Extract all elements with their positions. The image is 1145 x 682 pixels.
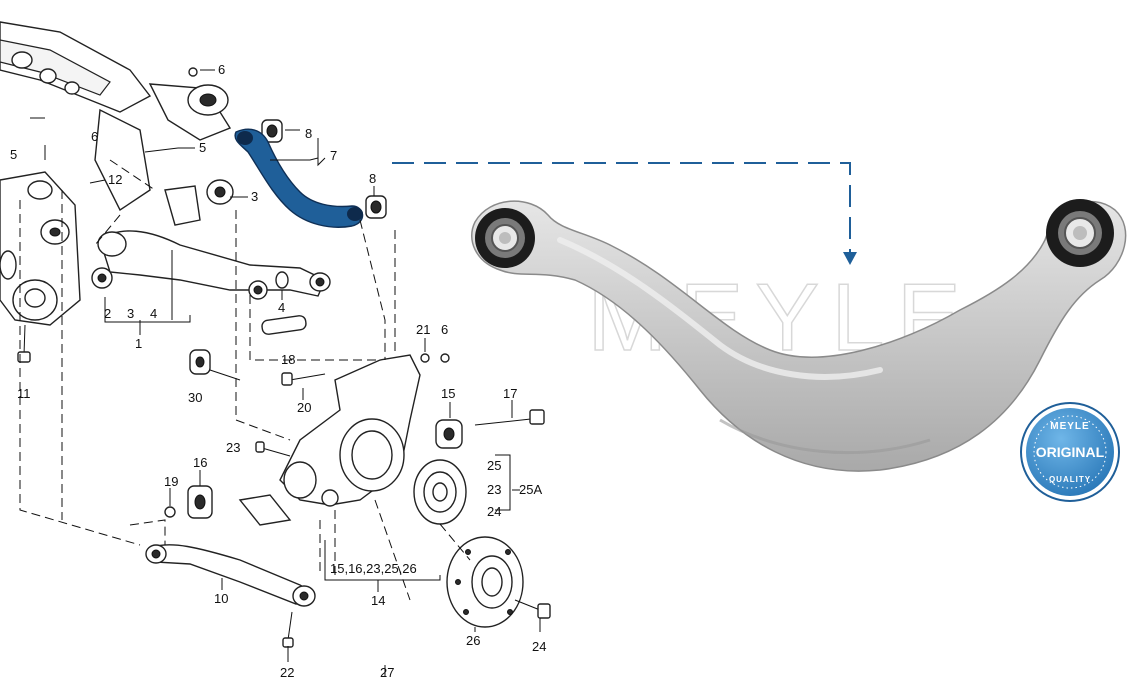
callout-label: 7	[330, 148, 337, 163]
meyle-original-badge: MEYLE ORIGINAL QUALITY	[1020, 402, 1120, 502]
callout-label: 14	[371, 593, 385, 608]
bushing-15-part	[435, 419, 463, 449]
callout-label: 30	[188, 390, 202, 405]
callout-label: 23	[226, 440, 240, 455]
callout-label: 20	[297, 400, 311, 415]
callout-label: 5	[199, 140, 206, 155]
hub-bearing-part	[413, 459, 467, 525]
callout-label: 27	[380, 665, 394, 677]
bushing-16-part	[187, 485, 213, 519]
callout-label: 11	[17, 386, 31, 401]
callout-label: 12	[108, 172, 122, 187]
callout-label: 5	[10, 147, 17, 162]
assembly-guides	[19, 159, 471, 601]
callout-label: 6	[218, 62, 225, 77]
callout-label: 6	[441, 322, 448, 337]
wheel-knuckle-part	[238, 354, 421, 526]
badge-main-text: ORIGINAL	[1036, 444, 1105, 460]
callout-label: 26	[466, 633, 480, 648]
callout-label: 22	[280, 665, 294, 677]
highlighted-control-arm	[234, 128, 364, 228]
callout-label: 3	[127, 306, 134, 321]
lower-arm-part	[91, 179, 331, 300]
callout-label: 24	[532, 639, 546, 654]
callout-label: 15,16,23,25,26	[330, 561, 417, 576]
leader-lines	[89, 69, 541, 677]
callout-labels: 6 8 7 8 5 6 5 12 3 1 2 3 4 4 18 11 21 6 …	[10, 62, 546, 680]
callout-label: 4	[150, 306, 157, 321]
callout-label: 19	[164, 474, 178, 489]
wheel-hub-part	[446, 536, 524, 628]
callout-label: 18	[281, 352, 295, 367]
badge-brand-text: MEYLE	[1050, 421, 1089, 432]
callout-label: 1	[135, 336, 142, 351]
callout-label: 25	[487, 458, 501, 473]
callout-label: 10	[214, 591, 228, 606]
callout-label: 3	[251, 189, 258, 204]
callout-label: 8	[305, 126, 312, 141]
callout-label: 2	[104, 306, 111, 321]
product-image: MEYLE	[471, 199, 1127, 472]
callout-label: 8	[369, 171, 376, 186]
callout-label: 4	[278, 300, 285, 315]
lower-link-part	[145, 544, 316, 607]
bushing-part	[261, 119, 387, 219]
callout-label: 6	[91, 129, 98, 144]
bushing-30-part	[189, 349, 211, 375]
callout-label: 16	[193, 455, 207, 470]
callout-label: 24	[487, 504, 501, 519]
control-arm-photo	[471, 200, 1127, 472]
pointer-arrow	[392, 162, 857, 265]
exploded-diagram: 6 8 7 8 5 6 5 12 3 1 2 3 4 4 18 11 21 6 …	[0, 21, 551, 680]
callout-label: 15	[441, 386, 455, 401]
callout-label: 23	[487, 482, 501, 497]
bolt-parts	[17, 67, 551, 648]
pin-part	[261, 315, 307, 335]
callout-label: 25A	[519, 482, 542, 497]
callout-label: 21	[416, 322, 430, 337]
badge-sub-text: QUALITY	[1049, 475, 1091, 484]
callout-label: 17	[503, 386, 517, 401]
